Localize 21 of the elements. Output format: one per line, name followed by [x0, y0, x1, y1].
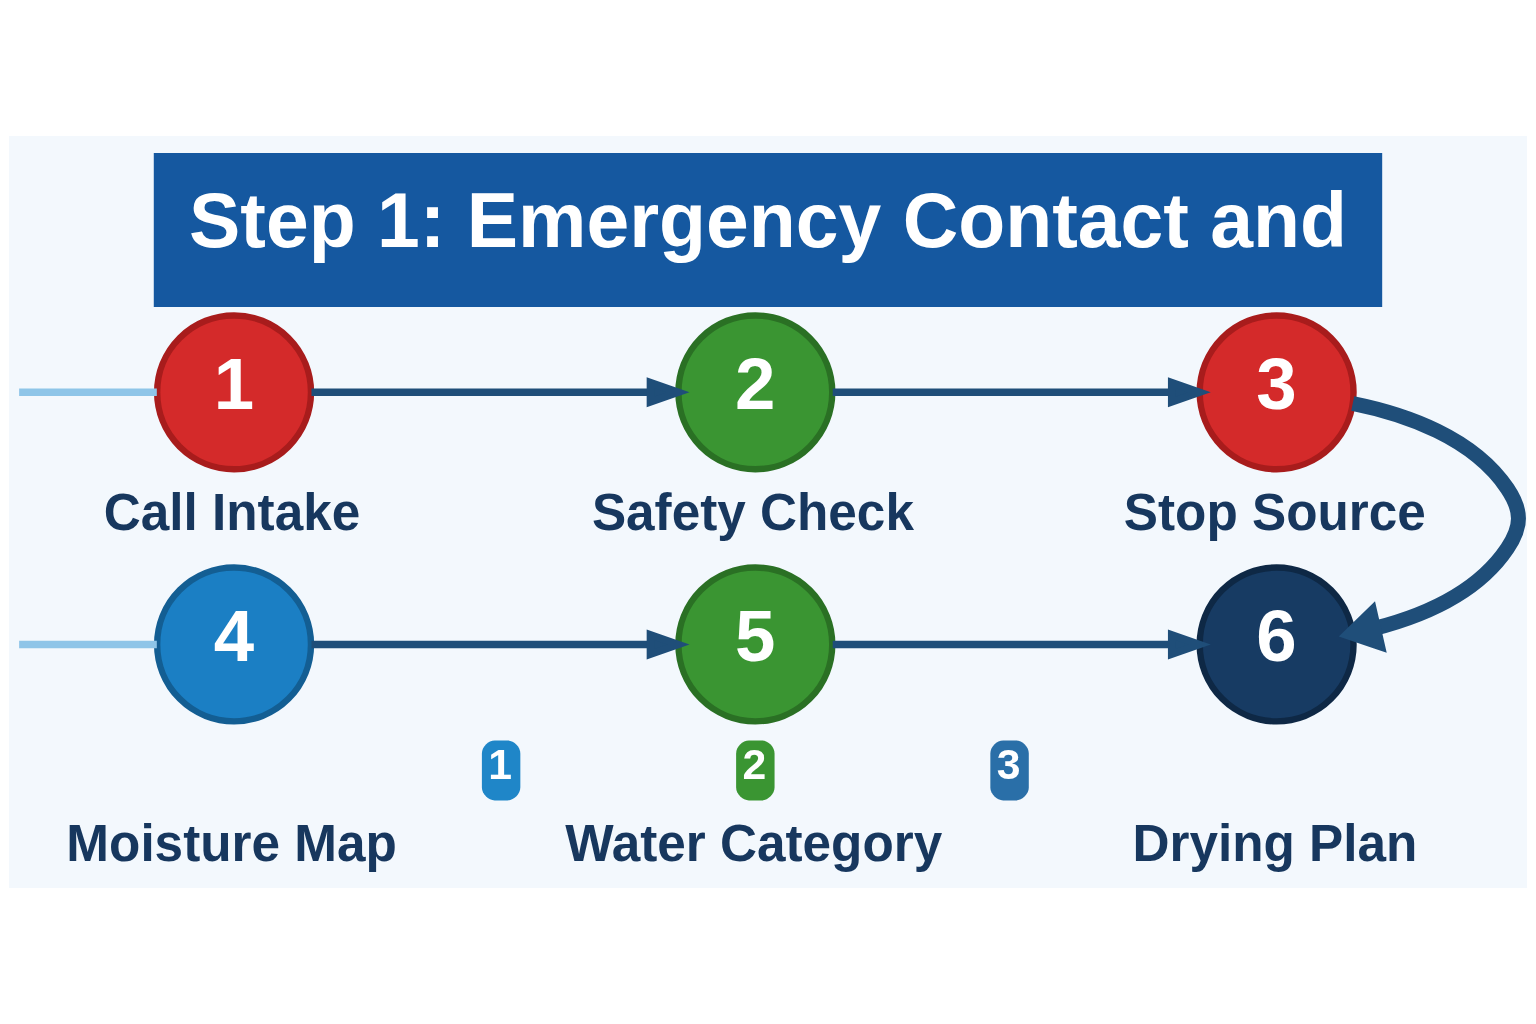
arrow: [311, 377, 690, 408]
arrow: [1338, 396, 1526, 653]
node-label: Water Category: [565, 814, 943, 872]
node-circle: 6: [1196, 564, 1357, 725]
node-label: Drying Plan: [1132, 814, 1418, 872]
node-circle: 1: [153, 312, 315, 473]
arrow: [311, 629, 690, 660]
node-label: Call Intake: [103, 483, 361, 541]
arrow: [832, 377, 1211, 408]
node-circle: 3: [1196, 312, 1357, 473]
node-circle: 5: [675, 564, 836, 725]
node-circle: 2: [675, 312, 836, 473]
arrow: [832, 629, 1211, 660]
label: 1: [488, 740, 513, 789]
label: 2: [742, 740, 767, 789]
node-label: Safety Check: [591, 483, 914, 541]
node-label: Stop Source: [1123, 483, 1426, 541]
diagram-title: Step 1: Emergency Contact and: [189, 176, 1347, 263]
node-circle: 4: [153, 564, 315, 725]
node-label: Moisture Map: [66, 814, 397, 872]
label: 3: [996, 740, 1021, 789]
